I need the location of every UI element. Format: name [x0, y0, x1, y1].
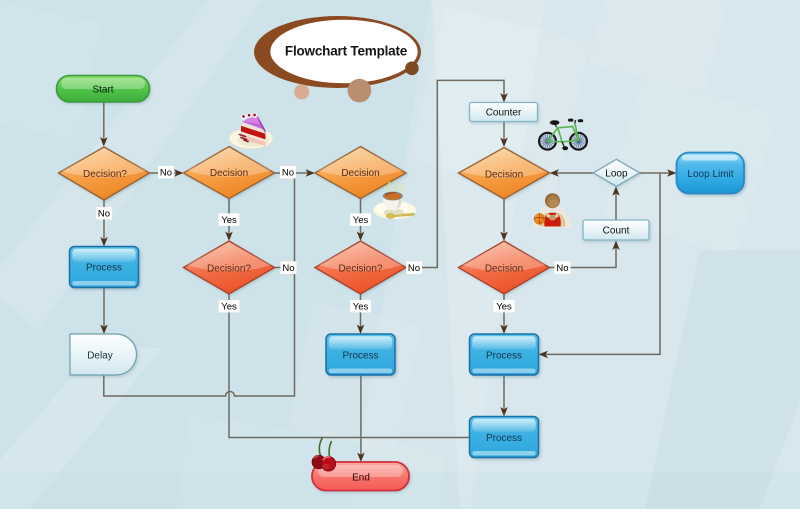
svg-text:Yes: Yes [496, 302, 512, 313]
svg-text:Yes: Yes [353, 302, 369, 313]
svg-text:Decision: Decision [341, 168, 379, 179]
svg-text:Yes: Yes [221, 215, 237, 226]
svg-text:Process: Process [486, 351, 522, 362]
svg-text:No: No [408, 263, 420, 274]
svg-text:Counter: Counter [486, 107, 522, 118]
svg-text:Delay: Delay [87, 351, 113, 362]
svg-text:Flowchart Template: Flowchart Template [285, 44, 408, 59]
svg-text:Loop: Loop [605, 168, 628, 179]
svg-text:Decision: Decision [485, 170, 523, 181]
svg-text:Decision: Decision [210, 168, 248, 179]
svg-text:No: No [160, 168, 172, 179]
svg-text:Process: Process [86, 263, 122, 274]
svg-text:No: No [98, 209, 110, 220]
svg-text:End: End [352, 472, 370, 483]
svg-text:Start: Start [92, 84, 113, 95]
svg-text:Loop Limit: Loop Limit [687, 169, 733, 180]
svg-text:Yes: Yes [221, 302, 237, 313]
svg-text:Process: Process [486, 433, 522, 444]
svg-text:Decision: Decision [485, 264, 523, 275]
svg-text:Count: Count [603, 225, 630, 236]
svg-text:Decision?: Decision? [339, 264, 383, 275]
svg-text:No: No [282, 168, 294, 179]
svg-text:Yes: Yes [353, 215, 369, 226]
svg-text:Decision?: Decision? [207, 264, 251, 275]
svg-text:Process: Process [342, 351, 378, 362]
svg-text:No: No [556, 263, 568, 274]
svg-text:Decision?: Decision? [83, 169, 127, 180]
svg-text:No: No [282, 263, 294, 274]
